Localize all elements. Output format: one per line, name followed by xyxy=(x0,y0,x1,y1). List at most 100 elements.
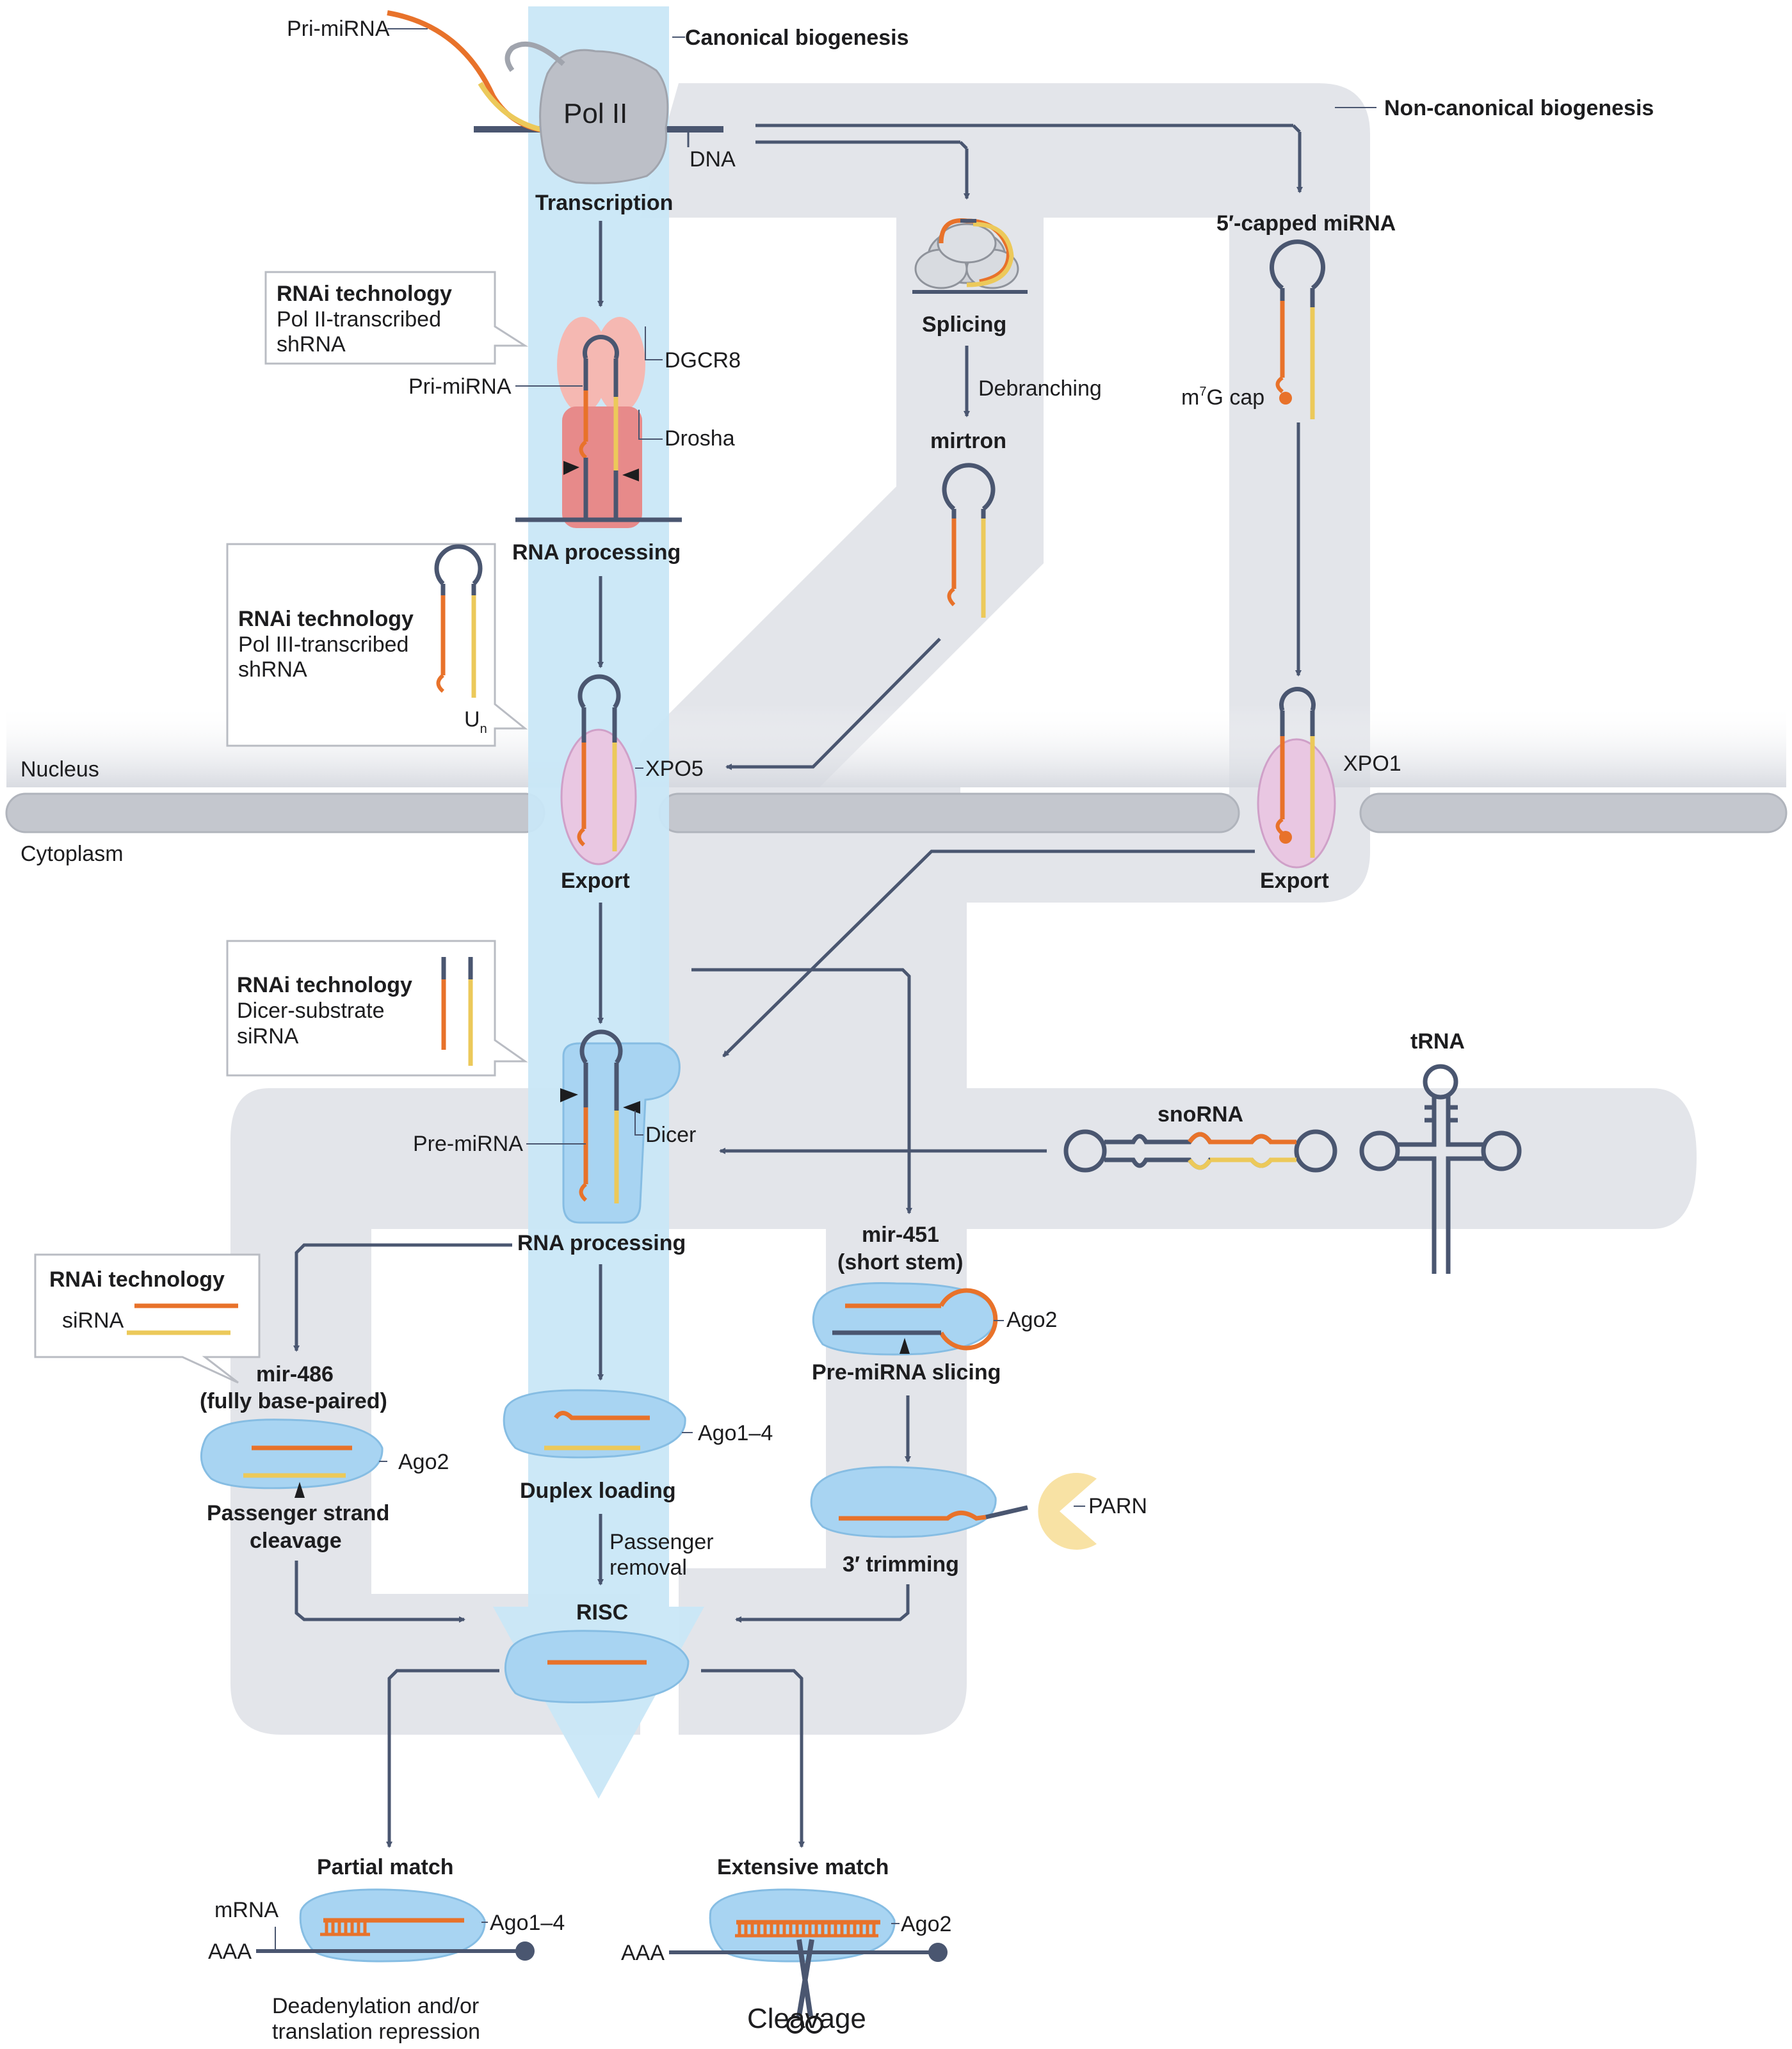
callout-poliii-un: Un xyxy=(464,707,487,736)
mir451-label: mir-451 xyxy=(862,1223,939,1247)
ago2-451-cut-arrow xyxy=(900,1338,910,1354)
pri-mirna-top-label: Pri-miRNA xyxy=(287,17,390,41)
nuclear-envelope xyxy=(5,704,1788,833)
xpo1-icon xyxy=(1257,738,1336,869)
m7g-cap-icon xyxy=(1279,392,1292,405)
seed-pairing-extensive xyxy=(735,1922,878,1938)
callout-poliii-line1: Pol III-transcribed xyxy=(238,632,408,657)
mir486-to-risc-arrow xyxy=(295,1561,465,1623)
poliii-shrna-hairpin-icon xyxy=(434,544,483,698)
transcription-module: Pri-miRNA Pol II DNA Transcription Canon… xyxy=(287,10,1654,215)
pri-mirna-mid-label: Pri-miRNA xyxy=(408,374,512,399)
mir486-basepaired-label: (fully base-paired) xyxy=(200,1389,387,1413)
risc-to-extensive-arrow xyxy=(701,1669,805,1848)
capped-hairpin-icon xyxy=(1270,239,1325,419)
parn-icon xyxy=(1038,1473,1097,1550)
duplex-loading-label: Duplex loading xyxy=(520,1479,676,1503)
callout-sirna-line1: siRNA xyxy=(62,1308,124,1333)
callout-sirna: RNAi technology siRNA xyxy=(34,1253,261,1384)
dicer-cut-arrow-right xyxy=(623,1101,640,1114)
dicer-sirna-icon xyxy=(441,957,473,1066)
callout-dicer-sirna: RNAi technology Dicer-substrate siRNA xyxy=(226,940,528,1077)
ago2-486-icon xyxy=(200,1418,383,1490)
trimming-label: 3′ trimming xyxy=(843,1552,959,1577)
ago14-duplex-icon xyxy=(503,1389,686,1459)
callout-polii-shrna: RNAi technology Pol II-transcribed shRNA xyxy=(264,271,529,365)
mrna-cap-partial xyxy=(515,1941,535,1961)
extensive-match-label: Extensive match xyxy=(717,1855,889,1879)
ago2-ext-label: Ago2 xyxy=(901,1912,951,1936)
callout-polii-title: RNAi technology xyxy=(277,282,452,306)
ago2-486-label: Ago2 xyxy=(398,1450,449,1474)
dicer-cut-arrow-left xyxy=(560,1088,578,1102)
mirtron-hairpin-icon xyxy=(942,463,996,618)
dgcr8-icon xyxy=(557,317,645,413)
pre-mirna-slicing-label: Pre-miRNA slicing xyxy=(812,1360,1001,1385)
canonical-biogenesis-label: Canonical biogenesis xyxy=(685,26,909,50)
extensive-match-module: Extensive match AAA Ago2 Cleava xyxy=(621,1855,951,2034)
trna-icon xyxy=(1359,1064,1522,1274)
passenger-removal-label-b: removal xyxy=(609,1555,687,1580)
mrna-label: mRNA xyxy=(214,1898,278,1922)
pol-ii-label: Pol II xyxy=(563,98,627,129)
pre-mirna-export-hairpin xyxy=(577,674,621,851)
snorna-module: snoRNA tRNA xyxy=(1063,1029,1522,1274)
callout-polii-line1: Pol II-transcribed xyxy=(277,307,441,332)
splicing-module: Splicing Debranching mirtron xyxy=(725,124,1303,770)
dicer-to-mir486-arrow xyxy=(293,1243,512,1352)
trna-label: tRNA xyxy=(1410,1029,1465,1054)
noncanonical-biogenesis-label: Non-canonical biogenesis xyxy=(1384,96,1654,120)
aaa-2-label: AAA xyxy=(621,1941,665,1965)
callout-poliii-title: RNAi technology xyxy=(238,607,414,631)
pre-mirna-dicer-hairpin xyxy=(560,1029,640,1203)
cytoplasm-label: Cytoplasm xyxy=(20,842,124,866)
m7g-cap-label: m7G cap xyxy=(1181,385,1264,410)
mir451-module: mir-451 (short stem) Ago2 Pre-miRNA slic… xyxy=(735,1223,1147,1623)
spliceosome-icon xyxy=(912,218,1028,294)
rna-processing-2-label: RNA processing xyxy=(517,1231,686,1255)
drosha-icon xyxy=(562,406,642,528)
membrane-segment-2 xyxy=(658,792,1240,833)
dgcr8-label: DGCR8 xyxy=(665,348,741,373)
mir486-label: mir-486 xyxy=(256,1362,334,1386)
pri-mirna-hairpin-icon xyxy=(515,334,682,522)
xpo1-export-module: XPO1 Export xyxy=(722,686,1401,1057)
risc-icon xyxy=(504,1630,690,1703)
xpo5-label: XPO5 xyxy=(645,757,704,781)
trimming-to-risc-arrow xyxy=(735,1584,910,1623)
dna-label: DNA xyxy=(690,147,736,172)
passenger-removal-label-a: Passenger xyxy=(609,1530,714,1554)
track-mirtron-diagonal xyxy=(640,218,1044,794)
callout-poliii-shrna: RNAi technology Pol III-transcribed shRN… xyxy=(226,543,528,747)
ago14-duplex-label: Ago1–4 xyxy=(698,1421,773,1445)
track-mid-diagonal xyxy=(640,813,826,1088)
callout-sirna-title: RNAi technology xyxy=(49,1267,225,1292)
mir451-shortstem-label: (short stem) xyxy=(837,1250,963,1274)
duplex-loading-module: Ago1–4 Duplex loading Passenger removal xyxy=(503,1389,773,1586)
pri-mirna-strand-top xyxy=(387,10,551,134)
splicing-label: Splicing xyxy=(922,312,1006,337)
mir486-module: mir-486 (fully base-paired) Ago2 Passeng… xyxy=(200,1362,465,1623)
parn-label: PARN xyxy=(1088,1494,1147,1518)
canonical-band xyxy=(493,6,704,1799)
dicer-icon xyxy=(562,1042,681,1224)
deadenylation-label-a: Deadenylation and/or xyxy=(272,1994,479,2018)
mirtron-label: mirtron xyxy=(930,429,1006,453)
callout-dicer-title: RNAi technology xyxy=(237,973,412,997)
callout-polii-line2: shRNA xyxy=(277,332,346,357)
ago2-trim-icon xyxy=(810,1466,997,1538)
pre-mirna-label: Pre-miRNA xyxy=(413,1132,523,1156)
passenger-cleavage-label-b: cleavage xyxy=(250,1529,342,1553)
dicer-module: Dicer Pre-miRNA RNA processing xyxy=(293,968,1047,1381)
cleavage-label: Cleavage xyxy=(747,2003,866,2034)
export-1-label: Export xyxy=(561,869,630,893)
mrna-cap-extensive xyxy=(928,1943,948,1962)
mirtron-to-xpo5-arrow xyxy=(725,638,941,770)
deadenylation-label-b: translation repression xyxy=(272,2020,480,2044)
snorna-label: snoRNA xyxy=(1158,1102,1243,1127)
export-2-label: Export xyxy=(1260,869,1329,893)
pol-ii-icon xyxy=(539,49,669,184)
risc-label: RISC xyxy=(576,1600,628,1625)
nucleus-label: Nucleus xyxy=(20,757,99,782)
